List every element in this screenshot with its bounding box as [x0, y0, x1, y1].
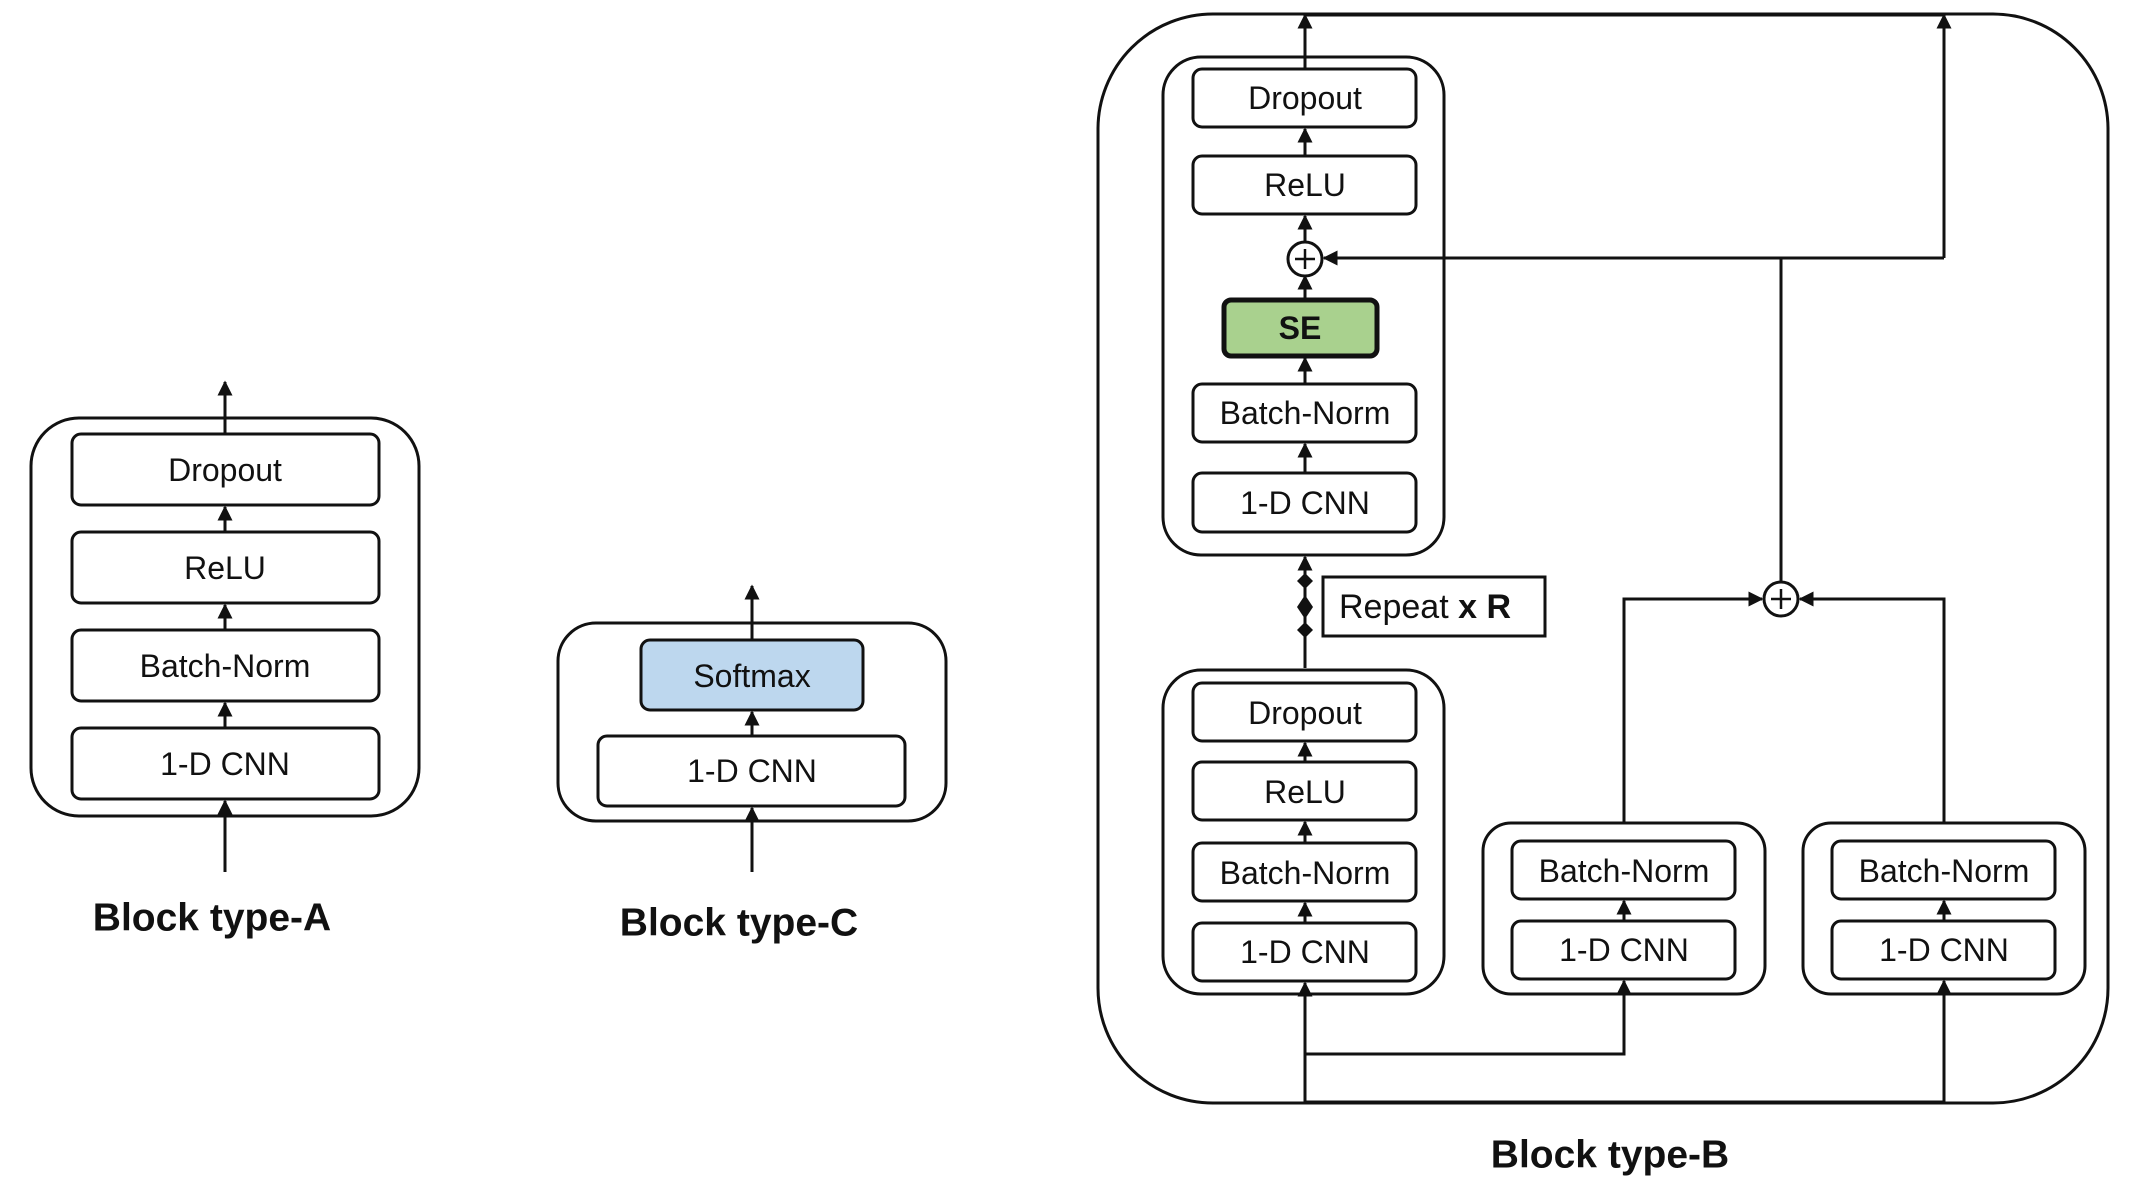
block-b-repeat-label: Repeat x R: [1339, 588, 1511, 626]
block-b-right-batch-norm-box: [1830, 839, 2057, 901]
block-b-se-box: [1221, 297, 1380, 359]
block-a-caption: Block type-A: [93, 897, 331, 940]
block-b-se-label: SE: [1279, 310, 1322, 346]
block-b-top-relu-label: ReLU: [1264, 167, 1346, 203]
block-c-caption: Block type-C: [620, 902, 858, 945]
block-b-bottom-dropout-box: [1191, 681, 1418, 743]
block-b-repeat-prefix: Repeat: [1339, 588, 1458, 626]
block-a-batch-norm-label: Batch-Norm: [140, 648, 311, 684]
block-b-bottom-batch-norm-label: Batch-Norm: [1220, 855, 1391, 891]
block-a-cnn-label: 1-D CNN: [160, 746, 290, 782]
block-b-right-cnn-label: 1-D CNN: [1879, 932, 2009, 968]
block-b-repeat-box: [1321, 575, 1547, 638]
block-b-caption: Block type-B: [1491, 1134, 1729, 1177]
block-b-middle-to-add-wire: [1622, 591, 1764, 823]
block-b-repeat-diamond-2: [1297, 595, 1313, 619]
block-b-middle-batch-norm-label: Batch-Norm: [1539, 853, 1710, 889]
block-b-top-cnn-label: 1-D CNN: [1240, 485, 1370, 521]
block-c-cnn-label: 1-D CNN: [687, 753, 817, 789]
block-b-right-batch-norm-label: Batch-Norm: [1859, 853, 2030, 889]
block-b-bottom-add-sign: [1771, 589, 1791, 609]
block-type-c: Softmax 1-D CNN Block type-C: [556, 584, 948, 945]
block-type-a: Dropout ReLU Batch-Norm 1-D CNN Block ty…: [29, 380, 421, 940]
block-b-right-input-wire: [1305, 979, 1952, 1104]
block-b-bottom-cnn-label: 1-D CNN: [1240, 934, 1370, 970]
block-b-top-batch-norm-label: Batch-Norm: [1220, 395, 1391, 431]
block-b-middle-batch-norm-box: [1510, 839, 1737, 901]
block-type-b: Dropout ReLU SE Batch-Norm 1-D CNN Repea…: [1096, 12, 2110, 1177]
block-b-top-add-sign: [1295, 249, 1315, 269]
block-b-top-dropout-label: Dropout: [1248, 80, 1362, 116]
block-b-bottom-dropout-label: Dropout: [1248, 695, 1362, 731]
block-b-middle-cnn-label: 1-D CNN: [1559, 932, 1689, 968]
block-c-softmax-label: Softmax: [693, 658, 810, 694]
block-a-dropout-label: Dropout: [168, 452, 282, 488]
block-b-repeat-diamond-3: [1297, 622, 1313, 638]
block-b-repeat-suffix: x R: [1458, 588, 1511, 626]
block-b-middle-input-wire: [1305, 979, 1632, 1056]
block-b-right-to-add-wire: [1798, 591, 1946, 823]
block-b-bottom-relu-label: ReLU: [1264, 774, 1346, 810]
block-b-repeat-diamond-1: [1297, 573, 1313, 589]
block-a-relu-label: ReLU: [184, 550, 266, 586]
